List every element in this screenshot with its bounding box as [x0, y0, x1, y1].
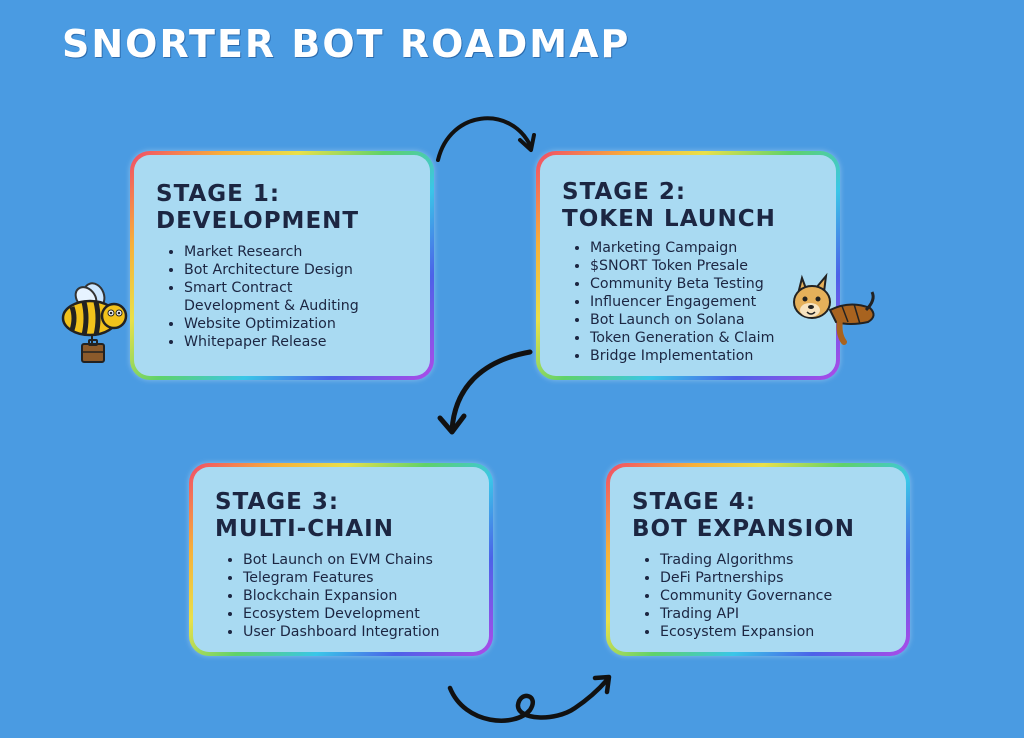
list-item: User Dashboard Integration	[243, 623, 489, 641]
list-item: Community Governance	[660, 587, 906, 605]
stage-1-name: Development	[156, 208, 360, 234]
list-item: Telegram Features	[243, 569, 489, 587]
stage-3-label: Stage 3:	[215, 489, 340, 515]
stage-2-name: Token Launch	[562, 206, 776, 232]
list-item: $SNORT Token Presale	[590, 257, 836, 275]
curved-arrow-icon	[447, 674, 612, 723]
stage-4-label: Stage 4:	[632, 489, 757, 515]
stage-1-card: Stage 1: Development Market Research Bot…	[130, 151, 434, 380]
stage-1-list: Market Research Bot Architecture Design …	[156, 243, 430, 351]
curved-arrow-icon	[437, 349, 533, 435]
curved-arrow-icon	[436, 116, 536, 162]
list-item: Ecosystem Development	[243, 605, 489, 623]
stage-3-name: Multi-Chain	[215, 516, 394, 542]
list-item: Influencer Engagement	[590, 293, 836, 311]
stage-4-card: Stage 4: Bot Expansion Trading Algorithm…	[606, 463, 910, 656]
stage-3-card: Stage 3: Multi-Chain Bot Launch on EVM C…	[189, 463, 493, 656]
list-item: Blockchain Expansion	[243, 587, 489, 605]
stage-3-list: Bot Launch on EVM Chains Telegram Featur…	[215, 551, 489, 641]
dog-mascot-icon	[793, 272, 875, 345]
list-item: Smart Contract Development & Auditing	[184, 279, 384, 315]
stage-2-label: Stage 2:	[562, 179, 687, 205]
list-item: Marketing Campaign	[590, 239, 836, 257]
list-item: Bot Launch on EVM Chains	[243, 551, 489, 569]
list-item: Community Beta Testing	[590, 275, 836, 293]
bee-mascot-icon	[61, 282, 128, 363]
stage-1-label: Stage 1:	[156, 181, 281, 207]
list-item: Bridge Implementation	[590, 347, 836, 365]
page-title: Snorter Bot Roadmap	[62, 22, 631, 66]
list-item: Ecosystem Expansion	[660, 623, 906, 641]
stage-4-name: Bot Expansion	[632, 516, 855, 542]
list-item: DeFi Partnerships	[660, 569, 906, 587]
list-item: Market Research	[184, 243, 430, 261]
list-item: Bot Architecture Design	[184, 261, 430, 279]
stage-4-list: Trading Algorithms DeFi Partnerships Com…	[632, 551, 906, 641]
list-item: Whitepaper Release	[184, 333, 430, 351]
list-item: Bot Launch on Solana	[590, 311, 836, 329]
list-item: Trading API	[660, 605, 906, 623]
stage-2-list: Marketing Campaign $SNORT Token Presale …	[562, 239, 836, 365]
list-item: Website Optimization	[184, 315, 430, 333]
list-item: Trading Algorithms	[660, 551, 906, 569]
stage-2-card: Stage 2: Token Launch Marketing Campaign…	[536, 151, 840, 380]
list-item: Token Generation & Claim	[590, 329, 836, 347]
